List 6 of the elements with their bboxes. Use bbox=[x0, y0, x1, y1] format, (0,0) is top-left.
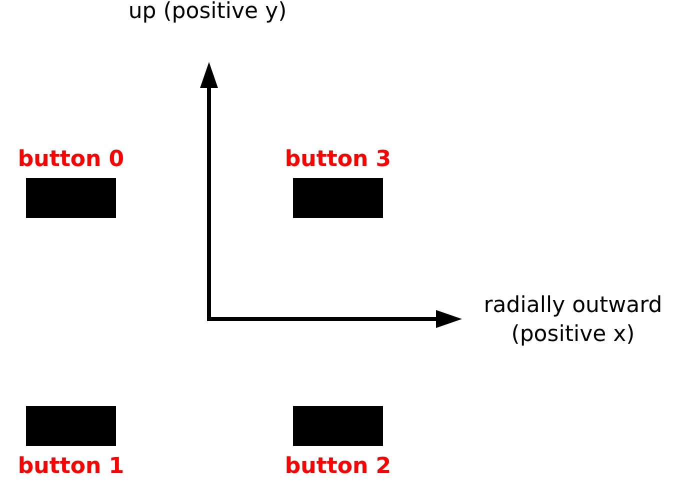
button-label: button 1 bbox=[16, 454, 126, 480]
button-label: button 3 bbox=[284, 147, 392, 173]
button-label: button 2 bbox=[284, 454, 392, 480]
button-label: button 0 bbox=[16, 147, 126, 173]
axis-label: radially outward (positive x) bbox=[482, 292, 664, 349]
axis-label: up (positive y) bbox=[127, 0, 288, 26]
